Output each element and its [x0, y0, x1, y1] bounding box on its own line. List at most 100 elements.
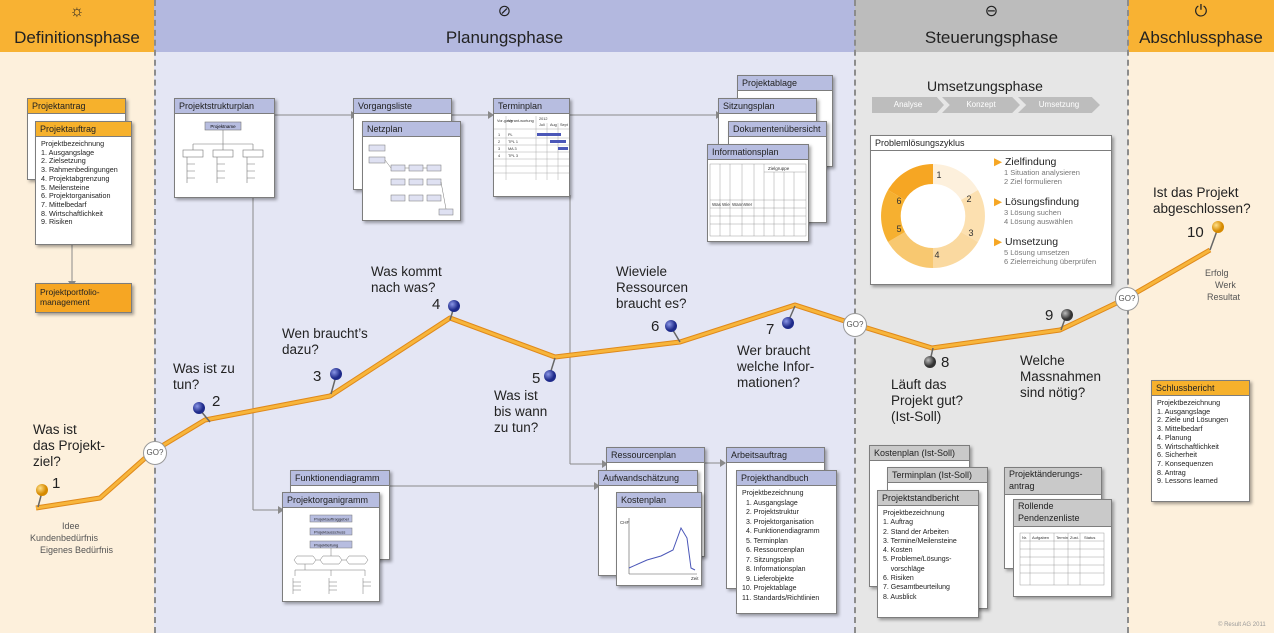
gantt-row: 1: [498, 133, 500, 137]
question-line: Ist das Projekt: [1153, 185, 1239, 200]
milestone-question: Welche Massnahmen sind nötig?: [1020, 353, 1101, 401]
list-item: Projektbezeichnung: [883, 510, 945, 517]
list-item: 9. Lieferobjekte: [746, 575, 794, 583]
list-item: 1. Ausgangslage: [746, 499, 798, 507]
step-umsetzung: Umsetzung: [1018, 97, 1100, 113]
go-gate[interactable]: GO?: [843, 313, 867, 337]
ring-label: 1: [936, 170, 941, 180]
list-item: 6. Risiken: [883, 575, 914, 583]
informationsplan-table: Was Wie Wann Wer Zielgruppe: [709, 163, 807, 237]
infoplan-col: Wer: [744, 202, 753, 207]
milestone-pin-8: [924, 356, 936, 368]
projekthandbuch-list: Projektbezeichnung 1. Ausgangslage 2. Pr…: [737, 486, 836, 606]
schlussbericht-title: Schlussbericht: [1152, 381, 1249, 396]
problemloesung-card[interactable]: Problemlösungszyklus 1 2 3 4 5 6 ▶ Zielf…: [870, 135, 1112, 285]
milestone-pin-9: [1061, 309, 1073, 321]
dokumentenuebersicht-title: Dokumentenübersicht: [729, 122, 826, 137]
question-line: zu tun?: [494, 420, 539, 435]
go-gate[interactable]: GO?: [1115, 287, 1139, 311]
psp-card[interactable]: Projektstrukturplan Projektname: [174, 98, 275, 198]
question-line: Wer braucht: [737, 343, 811, 358]
milestone-number: 7: [766, 321, 775, 338]
projektorganigramm-title: Projektorganigramm: [283, 493, 379, 508]
start-label: Kundenbedürfnis: [30, 533, 99, 543]
standbericht-card[interactable]: Projektstandbericht Projektbezeichnung 1…: [877, 490, 979, 618]
question-line: dazu?: [282, 342, 319, 357]
list-item: 2. Stand der Arbeiten: [883, 528, 949, 536]
informationsplan-title: Informationsplan: [708, 145, 808, 160]
milestone-pin-3: [330, 368, 342, 380]
pendenz-col: Nr.: [1022, 535, 1027, 540]
kostenplan-curve: CHF Zeit: [620, 518, 699, 581]
kostenplan-card[interactable]: Kostenplan CHF Zeit: [616, 492, 702, 586]
planning-header: ⊘ Planungsphase: [154, 0, 855, 52]
question-line: Was ist zu: [173, 361, 235, 376]
list-item: 7. Sitzungsplan: [746, 556, 794, 564]
projektorganigramm-card[interactable]: Projektorganigramm Projektauftraggeber P…: [282, 492, 380, 602]
infoplan-col: Was: [712, 202, 722, 207]
standbericht-list: Projektbezeichnung 1. Auftrag 2. Stand d…: [878, 506, 978, 605]
list-item: 2. Ziele und Lösungen: [1157, 415, 1229, 425]
netzplan-card[interactable]: Netzplan: [362, 121, 461, 221]
list-item: vorschläge: [883, 565, 925, 573]
infoplan-col: Wie: [722, 202, 730, 207]
question-line: braucht es?: [616, 296, 687, 311]
portfolio-card[interactable]: Projektportfolio-management: [35, 283, 132, 313]
list-item: 2. Zielsetzung: [41, 156, 86, 166]
cycle-head: ▶ Lösungsfindung: [994, 196, 1080, 208]
closing-title: Abschlussphase: [1139, 28, 1263, 47]
milestone-number: 4: [432, 296, 441, 313]
milestone-pin-10: [1212, 221, 1224, 233]
ring-label: 3: [968, 228, 973, 238]
problemloesung-title: Problemlösungszyklus: [871, 136, 1111, 151]
milestone-question: Wer braucht welche Infor- mationen?: [737, 343, 814, 391]
question-line: (Ist-Soll): [891, 409, 942, 424]
aufwandschaetzung-card[interactable]: Aufwandschätzung: [598, 470, 698, 576]
list-item: 10. Projektablage: [742, 585, 797, 592]
netzplan-title: Netzplan: [363, 122, 460, 137]
informationsplan-card[interactable]: Informationsplan Was Wie Wann Wer Zielgr…: [707, 144, 809, 242]
terminplan-card[interactable]: Terminplan Vor-gang Verant-wortung 2012 …: [493, 98, 570, 197]
planning-title: Planungsphase: [445, 28, 564, 47]
list-item: 9. Lessons learned: [1157, 476, 1218, 486]
pendenz-col: Zust.: [1070, 535, 1079, 540]
start-label: Eigenes Bedürfnis: [40, 545, 114, 555]
pendenzenliste-card[interactable]: Rollende Pendenzenliste Nr. Aufgaben Ter…: [1013, 499, 1112, 597]
milestone-number: 6: [651, 318, 660, 335]
start-label: Idee: [62, 521, 80, 531]
milestone-question: Was ist zu tun?: [173, 361, 235, 393]
milestone-pin-7: [782, 317, 794, 329]
pendenz-col: Termin: [1056, 535, 1068, 540]
sitzungsplan-title: Sitzungsplan: [719, 99, 816, 114]
ring-label: 4: [934, 250, 939, 260]
schlussbericht-card[interactable]: Schlussbericht Projektbezeichnung 1. Aus…: [1151, 380, 1250, 502]
schlussbericht-list: Projektbezeichnung 1. Ausgangslage 2. Zi…: [1152, 396, 1249, 489]
list-item: Projektbezeichnung: [1157, 398, 1221, 407]
milestone-question: Läuft das Projekt gut? (Ist-Soll): [891, 377, 963, 425]
list-item: 11. Standards/Richtlinien: [742, 594, 820, 602]
question-line: Ressourcen: [616, 280, 689, 295]
steering-wheel-icon: ⊖: [984, 3, 999, 20]
list-item: 1. Ausgangslage: [1157, 406, 1211, 416]
step-analyse: Analyse: [872, 97, 944, 113]
control-title: Steuerungsphase: [924, 28, 1059, 47]
question-line: bis wann: [494, 404, 548, 419]
question-line: Projekt gut?: [891, 393, 964, 408]
milestone-number: 9: [1045, 307, 1054, 324]
projektauftrag-card[interactable]: Projektauftrag Projektbezeichnung 1. Aus…: [35, 121, 132, 245]
list-item: 4. Kosten: [883, 547, 913, 555]
milestone-pin-6: [665, 320, 677, 332]
question-line: tun?: [173, 377, 200, 392]
list-item: Projektbezeichnung: [742, 490, 804, 497]
cycle-sub: 1 Situation analysieren: [1004, 168, 1080, 177]
psp-box-label: Projektname: [210, 124, 236, 129]
projekthandbuch-card[interactable]: Projekthandbuch Projektbezeichnung 1. Au…: [736, 470, 837, 614]
list-item: 4. Planung: [1157, 432, 1192, 442]
go-gate[interactable]: GO?: [143, 441, 167, 465]
gantt-col: Juli: [539, 123, 545, 127]
milestone-pin-2: [193, 402, 205, 414]
power-icon: ⏻: [1194, 3, 1208, 20]
list-item: 3. Termine/Meilensteine: [883, 537, 957, 545]
phase-divider: [1127, 0, 1129, 633]
list-item: 7. Mittelbedarf: [41, 199, 87, 209]
